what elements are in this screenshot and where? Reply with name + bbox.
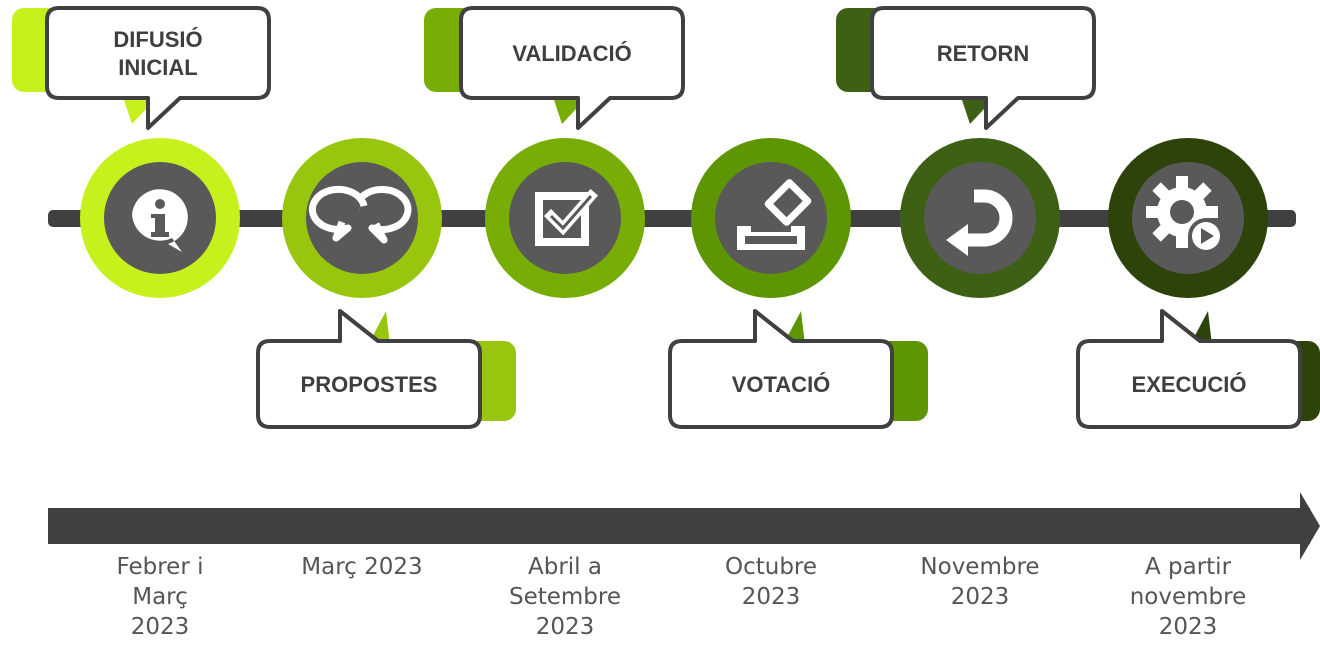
stage-date: Novembre 2023 <box>920 554 1040 610</box>
stage-circles <box>80 138 1268 298</box>
speech-bubble <box>256 309 482 429</box>
speech-bubble <box>45 6 271 130</box>
info-icon <box>132 189 188 252</box>
speech-bubble <box>459 6 685 130</box>
time-arrow-head <box>1300 492 1320 560</box>
speech-bubble <box>668 309 894 429</box>
ballot-box-icon <box>737 179 812 250</box>
stage-date: Febrer i Març 2023 <box>116 554 204 640</box>
speech-bubble <box>870 6 1096 130</box>
stage-icon-disc <box>509 162 621 274</box>
stage-date: A partir novembre 2023 <box>1129 554 1247 640</box>
gear-play-icon <box>1146 176 1224 254</box>
stage-label: EXECUCIÓ <box>1132 372 1247 397</box>
stage-label: RETORN <box>937 41 1030 66</box>
time-arrow-shaft <box>48 508 1310 544</box>
stage-date: Abril a Setembre 2023 <box>508 554 622 640</box>
chat-bubbles-icon <box>308 185 412 244</box>
stage-date: Març 2023 <box>301 554 423 580</box>
speech-bubble <box>1076 309 1302 429</box>
stage-label: VALIDACIÓ <box>512 41 631 66</box>
stage-label: PROPOSTES <box>301 372 438 397</box>
stage-icon-disc <box>715 162 827 274</box>
checkbox-icon <box>535 188 599 246</box>
stage-date: Octubre 2023 <box>724 554 818 610</box>
stage-icon-disc <box>924 162 1036 274</box>
return-arrow-icon <box>946 189 1013 256</box>
stage-label: VOTACIÓ <box>732 372 831 397</box>
